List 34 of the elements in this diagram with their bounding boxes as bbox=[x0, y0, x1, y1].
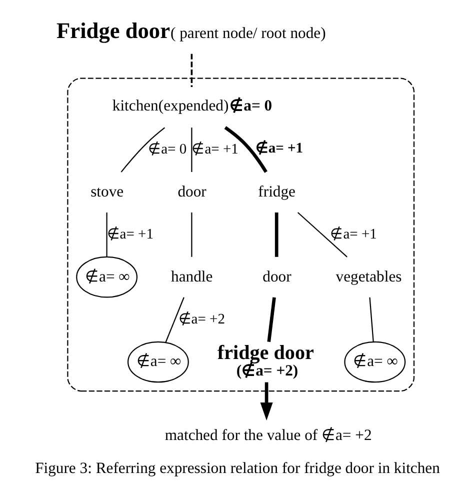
node-text: vegetables bbox=[335, 268, 402, 285]
node-text: matched for the value of ∉a= +2 bbox=[164, 426, 372, 444]
node-text: fridge bbox=[258, 182, 295, 200]
connector bbox=[368, 296, 374, 342]
connector bbox=[296, 212, 347, 257]
edge-label: ∉a= +1 bbox=[254, 140, 303, 156]
node-label: ∉a= 0 bbox=[229, 96, 272, 114]
node-text: kitchen(expended) bbox=[112, 96, 228, 114]
edge-label: ∉a= +1 bbox=[106, 226, 154, 242]
node-ellipse: ∉a= ∞ bbox=[344, 340, 406, 382]
node-text: Fridge door( parent node/ root node) bbox=[56, 18, 326, 43]
node-text: handle bbox=[170, 268, 212, 285]
connector bbox=[190, 53, 192, 86]
connector bbox=[106, 212, 107, 256]
edge-label: ∉a= +1 bbox=[330, 226, 376, 242]
connector bbox=[224, 126, 267, 172]
connector bbox=[190, 212, 192, 256]
connector bbox=[274, 212, 278, 256]
connector bbox=[164, 296, 184, 342]
node-ellipse: ∉a= ∞ bbox=[76, 256, 138, 298]
node-text: door bbox=[177, 182, 206, 200]
edge-label: ∉a= 0 bbox=[148, 141, 186, 158]
caption: Figure 3: Referring expression relation for fridge door in kitchen bbox=[34, 459, 440, 476]
edge-label: ∉a= +1 bbox=[191, 141, 238, 158]
cluster bbox=[66, 77, 414, 392]
node-ellipse: ∉a= ∞ bbox=[126, 340, 188, 382]
arrow bbox=[260, 382, 272, 420]
connector bbox=[120, 126, 165, 172]
node-text: door bbox=[262, 268, 291, 285]
connector bbox=[266, 296, 276, 342]
node-text: fridge door (∉a= +2) bbox=[216, 342, 314, 380]
edge-label: ∉a= +2 bbox=[178, 310, 224, 327]
node-text: stove bbox=[90, 182, 124, 200]
connector bbox=[190, 127, 192, 172]
